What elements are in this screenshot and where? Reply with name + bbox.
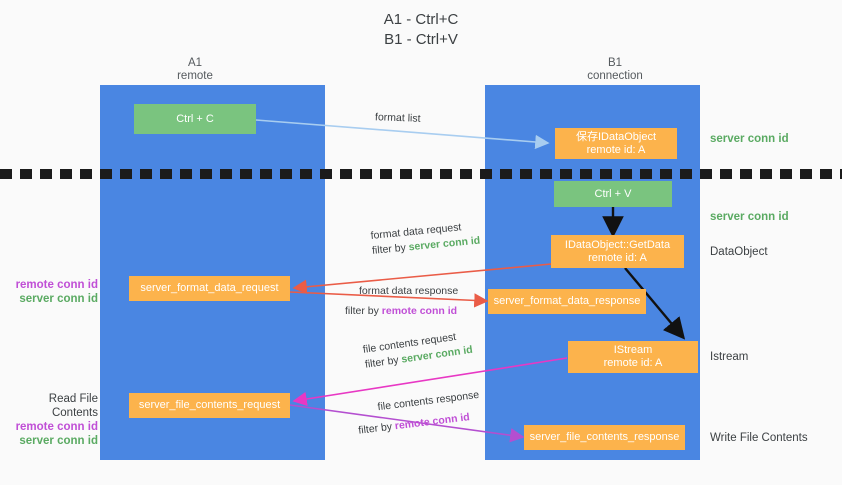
node-ctrl-v-label: Ctrl + V	[594, 187, 632, 200]
node-server-file-contents-request-label: server_file_contents_request	[138, 399, 281, 411]
left-label-read-file-contents: Read File Contents	[48, 393, 98, 419]
node-ctrl-v[interactable]: Ctrl + V	[554, 181, 672, 207]
node-server-format-data-response[interactable]: server_format_data_response	[488, 289, 646, 314]
node-server-file-contents-response[interactable]: server_file_contents_response	[524, 425, 685, 450]
node-server-file-contents-request[interactable]: server_file_contents_request	[129, 393, 290, 418]
column-header-b1: B1 connection	[540, 57, 690, 83]
node-server-format-data-request-label: server_format_data_request	[140, 282, 279, 294]
page-title: A1 - Ctrl+C B1 - Ctrl+V	[0, 10, 842, 50]
right-label-server-conn-id-1: server conn id	[710, 133, 789, 145]
edge-label-format-list: format list	[375, 110, 421, 127]
edge-label-format-data-response-filter: filter by remote conn id	[345, 299, 458, 319]
left-label-server-conn-id-2: server conn id	[19, 435, 98, 447]
node-hold-idataobject[interactable]: 保存IDataObject remote id: A	[555, 128, 677, 159]
right-label-dataobject: DataObject	[710, 246, 768, 258]
title-line-1: A1 - Ctrl+C	[383, 11, 459, 28]
node-server-file-contents-response-label: server_file_contents_response	[529, 431, 680, 443]
node-istream-sub: remote id: A	[603, 357, 663, 369]
left-label-group-1: remote conn id server conn id	[10, 278, 98, 306]
left-label-group-2: Read File Contents remote conn id server…	[4, 392, 98, 448]
column-a1-role: remote	[177, 70, 213, 82]
node-idataobject-getdata[interactable]: IDataObject::GetData remote id: A	[551, 235, 684, 268]
edge-label-format-data-response-title: format data response	[359, 285, 459, 297]
edge-label-format-data-request: format data request filter by server con…	[370, 219, 481, 259]
filter-prefix-2: filter by	[345, 305, 382, 317]
left-label-server-conn-id-1: server conn id	[19, 293, 98, 305]
right-label-istream: Istream	[710, 351, 749, 363]
node-server-format-data-response-label: server_format_data_response	[493, 295, 641, 307]
phase-divider	[0, 169, 842, 179]
node-hold-idataobject-label: 保存IDataObject	[575, 130, 657, 143]
filter-prefix-1: filter by	[371, 241, 410, 257]
node-ctrl-c[interactable]: Ctrl + C	[134, 104, 256, 134]
edge-label-format-data-response: format data response filter by remote co…	[345, 284, 458, 319]
column-b1-name: B1	[607, 57, 623, 69]
edge-label-format-list-title: format list	[374, 111, 421, 125]
column-b1-role: connection	[587, 70, 643, 82]
left-label-remote-conn-id-1: remote conn id	[15, 279, 98, 291]
column-header-a1: A1 remote	[120, 57, 270, 83]
right-label-server-conn-id-2: server conn id	[710, 211, 789, 223]
filter-prefix-4: filter by	[357, 420, 396, 437]
edge-label-file-contents-request: file contents request filter by server c…	[362, 328, 474, 373]
edge-label-file-contents-response: file contents response filter by remote …	[355, 388, 483, 439]
title-line-2: B1 - Ctrl+V	[384, 31, 458, 48]
node-server-format-data-request[interactable]: server_format_data_request	[129, 276, 290, 301]
node-istream-label: IStream	[613, 344, 653, 356]
filter-value-remote-conn-id-1: remote conn id	[381, 305, 458, 317]
node-ctrl-c-label: Ctrl + C	[176, 112, 214, 125]
left-label-remote-conn-id-2: remote conn id	[15, 421, 98, 433]
node-istream[interactable]: IStream remote id: A	[568, 341, 698, 373]
node-getdata-sub: remote id: A	[588, 251, 647, 264]
filter-prefix-3: filter by	[364, 353, 403, 371]
column-a1-name: A1	[187, 57, 203, 69]
node-hold-idataobject-sub: remote id: A	[586, 143, 646, 156]
node-getdata-label: IDataObject::GetData	[564, 238, 671, 251]
right-label-write-file-contents: Write File Contents	[710, 432, 808, 444]
filter-value-remote-conn-id-2: remote conn id	[394, 411, 471, 433]
